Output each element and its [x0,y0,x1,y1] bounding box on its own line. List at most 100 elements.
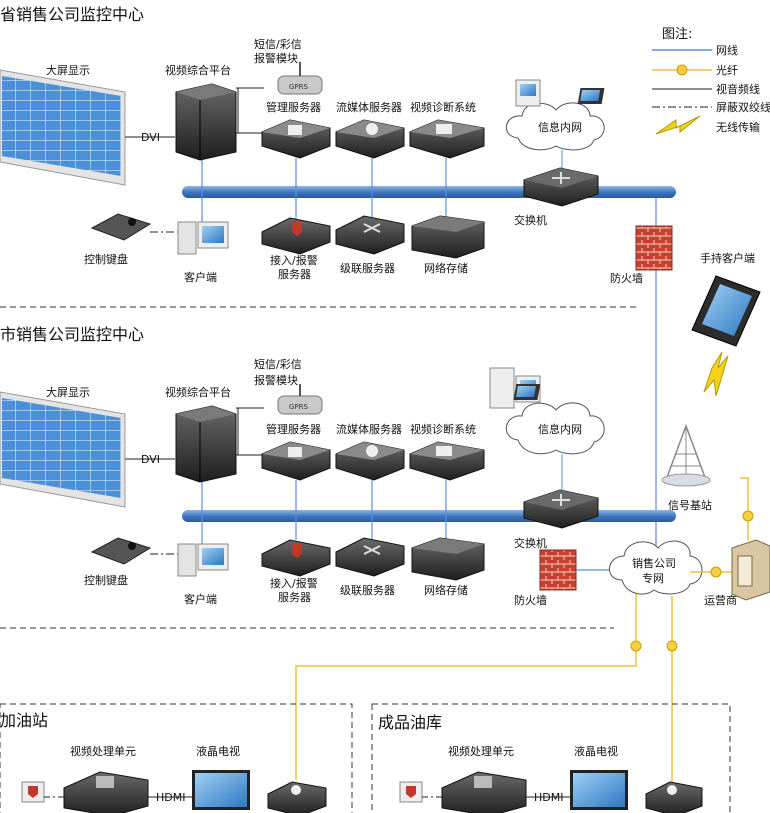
city-cascade-server [335,537,405,577]
city-access-server [261,539,331,577]
lightning-icon [655,115,701,135]
wireless-bolt-icon [703,351,729,397]
city-big-screen-label: 大屏显示 [46,385,90,399]
city-intranet-label: 信息内网 [538,422,582,436]
city-video-platform [175,405,237,483]
city-client-label: 客户端 [184,592,217,606]
city-diag-server [409,441,485,481]
legend-item-twisted: 屏蔽双绞线 [716,100,770,114]
city-backbone [182,510,676,522]
city-access-server-line2: 服务器 [278,591,311,604]
company-net-line1: 销售公司 [632,556,676,570]
province-firewall-label: 防火墙 [610,271,643,285]
fiber-node-icon [676,64,688,76]
province-switch-label: 交换机 [514,213,547,227]
province-sms-line1: 短信/彩信 [254,37,302,51]
province-gprs-module: GPRS [277,62,323,95]
oil-depot-vpu [441,771,527,813]
city-net-storage-label: 网络存储 [424,583,468,597]
mobile-phone-icon [691,275,761,347]
oil-depot-vpu-label: 视频处理单元 [448,744,514,758]
city-gprs-module: GPRS [277,384,323,415]
gas-station-vpu [63,771,149,813]
province-client-label: 客户端 [184,270,217,284]
base-station-tower [661,423,711,487]
fiber-node-icon [630,640,642,652]
fiber-node-icon [666,640,678,652]
province-access-server-line2: 服务器 [278,268,311,281]
province-cascade-server-label: 级联服务器 [340,262,395,275]
province-stream-server-label: 流媒体服务器 [336,100,402,114]
city-title: 市销售公司监控中心 [0,325,144,344]
province-video-platform [175,83,237,161]
city-diag-system-label: 视频诊断系统 [410,422,476,436]
gas-station-hdmi-label: HDMI [156,791,185,804]
province-cascade-server [335,215,405,255]
city-stream-server [335,441,405,481]
city-net-storage [411,537,485,581]
city-intranet-cloud: 信息内网 [489,367,605,455]
province-backbone [182,186,676,198]
oil-depot-lcd-label: 液晶电视 [574,744,618,758]
oil-depot-encoder [645,781,703,813]
fiber-node-icon [742,510,754,522]
province-sms-line2: 报警模块 [254,51,298,65]
legend-item-network: 网线 [716,43,738,57]
city-client-pc [177,543,229,577]
legend-title: 图注: [662,27,692,42]
gas-station-box [0,703,353,813]
province-intranet-cloud: 信息内网 [506,79,605,151]
city-cascade-server-label: 级联服务器 [340,584,395,597]
province-client-pc [177,221,229,255]
city-keyboard-label: 控制键盘 [84,573,128,587]
province-diag-system-label: 视频诊断系统 [410,100,476,114]
city-sms-line1: 短信/彩信 [254,357,302,371]
city-mgmt-server [261,441,331,481]
base-station-label: 信号基站 [668,498,712,512]
gas-station-lcd-label: 液晶电视 [196,744,240,758]
province-net-storage [411,215,485,259]
legend: 图注: 网线 光纤 视音频线 屏蔽双绞线 无线传输 [652,27,770,135]
city-keyboard [90,537,152,565]
province-video-wall: 大屏显示 [0,63,126,186]
city-mgmt-server-label: 管理服务器 [266,422,321,436]
oil-depot-lcd [570,770,628,810]
gas-station-lcd [192,770,250,810]
province-firewall [635,225,673,271]
province-intranet-label: 信息内网 [538,120,582,134]
city-dvi-label: DVI [141,453,160,466]
oil-depot-title: 成品油库 [378,713,442,732]
province-dvi-label: DVI [141,131,160,144]
gas-station-title: 加油站 [0,711,48,730]
province-net-storage-label: 网络存储 [424,261,468,275]
legend-item-av: 视音频线 [716,82,760,96]
province-gprs-label: GPRS [289,83,309,91]
province-title: 省销售公司监控中心 [0,5,144,24]
city-video-platform-label: 视频综合平台 [165,385,231,399]
city-switch-label: 交换机 [514,536,547,550]
operator-label: 运营商 [704,593,737,607]
gas-station-vpu-label: 视频处理单元 [70,744,136,758]
city-switch: 交换机 [514,489,599,550]
company-net-cloud: 销售公司 专网 [609,540,703,595]
province-mgmt-server [261,119,331,159]
fiber-node-icon [710,566,722,578]
province-access-server-line1: 接入/报警 [270,253,318,267]
city-sms-line2: 报警模块 [254,373,298,387]
city-access-server-line1: 接入/报警 [270,576,318,590]
city-firewall-label: 防火墙 [514,593,547,607]
province-big-screen-label: 大屏显示 [46,63,90,77]
legend-item-wireless: 无线传输 [716,120,760,134]
gas-station-encoder [267,781,327,813]
province-keyboard [90,213,152,241]
province-mgmt-server-label: 管理服务器 [266,100,321,114]
city-gprs-label: GPRS [289,403,309,411]
operator-server [731,539,770,601]
province-switch: 交换机 [514,167,599,227]
oil-depot-alarm-icon [399,781,423,803]
oil-depot-box [371,703,731,813]
oil-depot-hdmi-label: HDMI [534,791,563,804]
province-keyboard-label: 控制键盘 [84,252,128,266]
